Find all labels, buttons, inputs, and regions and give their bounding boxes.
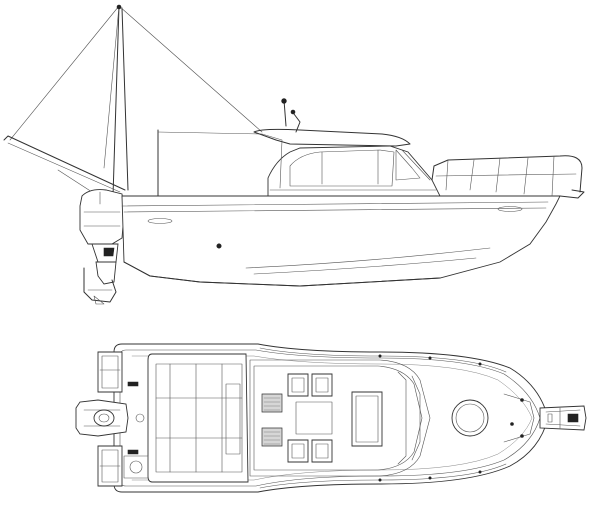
hull bbox=[121, 195, 561, 287]
foredeck bbox=[451, 393, 587, 443]
cabin-hardtop bbox=[253, 98, 441, 197]
side-profile-view bbox=[3, 4, 585, 305]
helm-deck bbox=[249, 359, 431, 477]
deck-grilles bbox=[261, 393, 283, 447]
bow-rail bbox=[431, 155, 585, 199]
plan-rails bbox=[259, 347, 507, 489]
plan-view bbox=[75, 343, 587, 493]
transom-area bbox=[75, 351, 149, 487]
outrigger-rigging bbox=[3, 4, 263, 197]
outboard-engine bbox=[79, 189, 125, 305]
cockpit-seating bbox=[147, 353, 249, 483]
